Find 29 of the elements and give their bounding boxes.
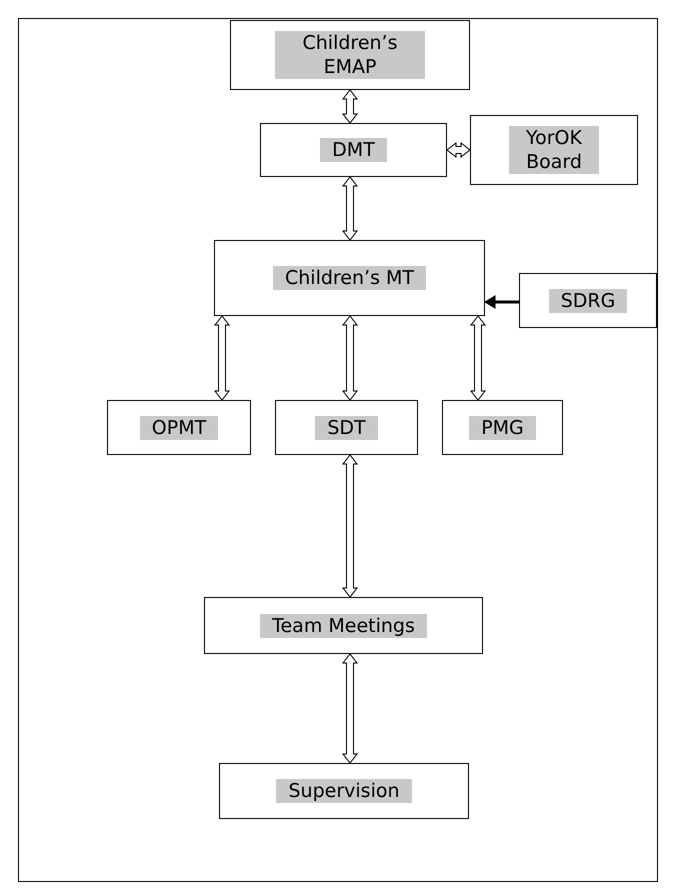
box-label: PMG xyxy=(469,416,536,440)
box-label: Children’s MT xyxy=(272,266,426,290)
double-arrow xyxy=(342,653,358,764)
process-box xyxy=(442,400,563,455)
process-box xyxy=(275,400,418,455)
box-label: Children’s EMAP xyxy=(275,31,425,79)
box-label: Supervision xyxy=(276,779,412,803)
process-box xyxy=(219,763,469,819)
double-arrow xyxy=(446,142,471,158)
double-arrow xyxy=(214,315,230,401)
box-label: SDRG xyxy=(548,288,628,312)
process-box xyxy=(470,115,638,185)
process-box xyxy=(204,597,483,654)
process-box xyxy=(260,123,447,177)
process-box xyxy=(230,20,470,90)
double-arrow xyxy=(470,315,486,401)
double-arrow xyxy=(484,295,520,309)
double-arrow xyxy=(342,315,358,401)
process-box xyxy=(107,400,251,455)
box-label: DMT xyxy=(320,138,387,162)
process-box xyxy=(214,240,485,316)
double-arrow xyxy=(342,89,358,124)
process-box xyxy=(519,273,657,328)
double-arrow xyxy=(342,454,358,598)
box-label: SDT xyxy=(315,416,378,440)
box-label: YorOK Board xyxy=(509,126,599,174)
box-label: OPMT xyxy=(140,416,218,440)
double-arrow xyxy=(342,176,358,241)
box-label: Team Meetings xyxy=(260,614,427,638)
